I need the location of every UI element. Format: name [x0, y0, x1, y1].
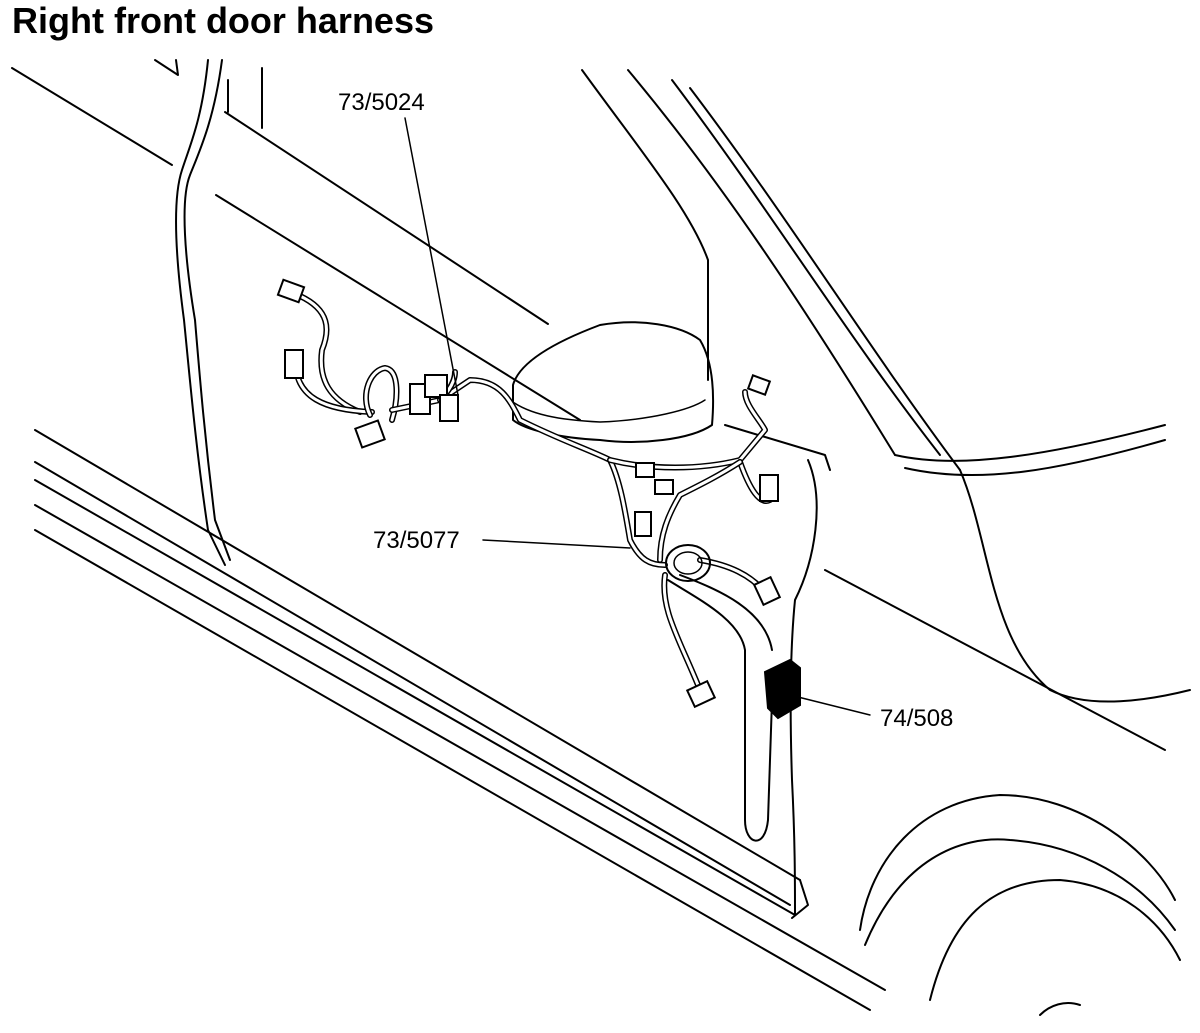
car-body-outline [11, 59, 1191, 1016]
side-mirror [509, 321, 715, 443]
harness-connectors [276, 278, 801, 720]
diagram-title: Right front door harness [12, 0, 434, 41]
callout-label-73-5024: 73/5024 [338, 89, 425, 116]
callout-label-74-508: 74/508 [880, 705, 953, 732]
harness-wires [293, 293, 773, 842]
callout-leaders [404, 117, 871, 716]
callout-label-73-5077: 73/5077 [373, 527, 460, 554]
